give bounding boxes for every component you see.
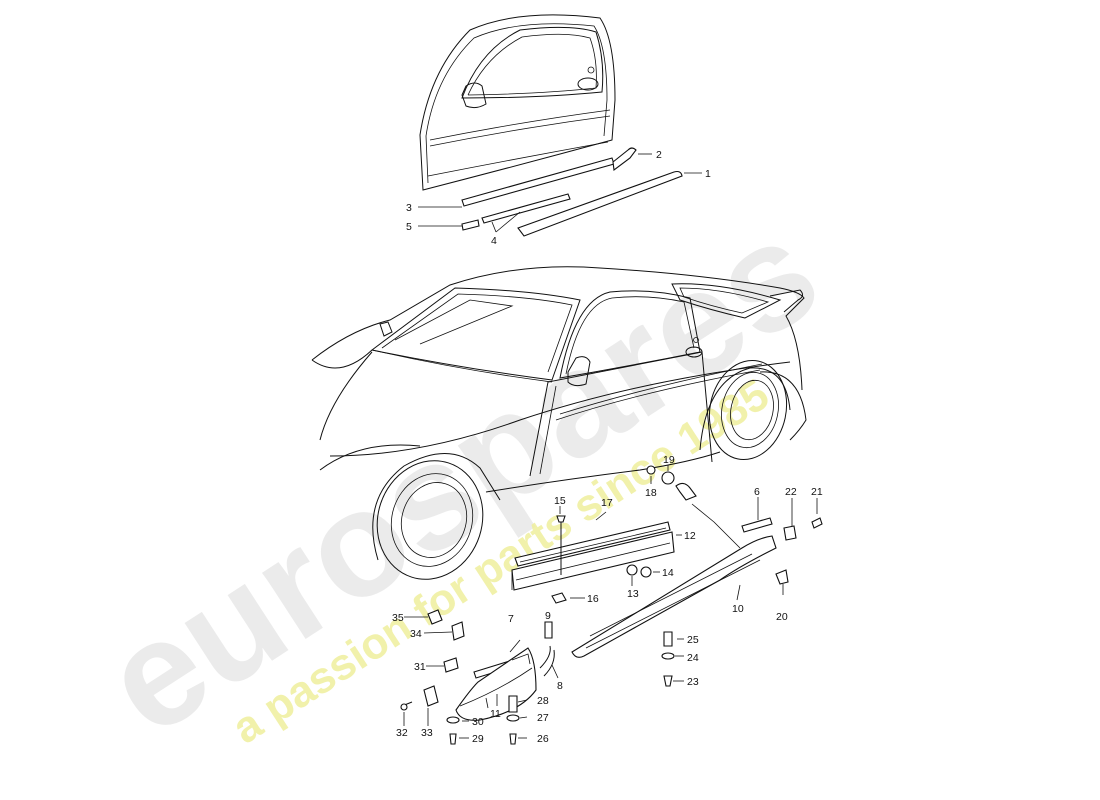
nut-13: [626, 564, 638, 576]
callout-7: 7: [508, 613, 514, 625]
callout-23: 23: [687, 676, 699, 688]
callout-14: 14: [662, 567, 674, 579]
callout-31: 31: [414, 661, 426, 673]
molding-2: [612, 147, 637, 172]
car-illustration: [311, 266, 807, 580]
callout-33: 33: [421, 727, 433, 739]
strip-6: [741, 517, 773, 533]
washer-18: [646, 465, 656, 475]
callout-3: 3: [406, 202, 412, 214]
door-illustration: [419, 14, 616, 191]
sill-carrier-12: [511, 531, 675, 591]
washer-27: [506, 714, 520, 722]
callout-labels: 1 2 3 4 5 6 7 8 9 10 11 12 13 14 15 16 1…: [392, 149, 823, 745]
callout-12: 12: [684, 530, 696, 542]
bolt-28: [508, 695, 518, 713]
callout-8: 8: [557, 680, 563, 692]
bolt-25: [663, 631, 673, 647]
callout-34: 34: [410, 628, 422, 640]
callout-dashes: [403, 616, 684, 739]
clip-33: [423, 685, 439, 707]
part-9: [544, 621, 553, 639]
callout-11: 11: [490, 708, 501, 720]
callout-17: 17: [601, 497, 613, 509]
callout-19: 19: [663, 454, 675, 466]
sill-parts: [400, 465, 823, 745]
callout-16: 16: [587, 593, 599, 605]
watermark: eurospares a passion for parts since 198…: [76, 185, 846, 766]
screw-23: [663, 675, 673, 687]
callout-18: 18: [645, 487, 657, 499]
screw-26: [509, 733, 517, 745]
callout-6: 6: [754, 486, 760, 498]
callout-13: 13: [627, 588, 639, 600]
screw-32: [400, 703, 408, 711]
clip-16: [551, 592, 567, 604]
callout-30: 30: [472, 716, 484, 728]
callout-21: 21: [811, 486, 823, 498]
callout-24: 24: [687, 652, 699, 664]
watermark-brand: eurospares: [76, 185, 846, 766]
sill-panel-10: [571, 535, 777, 658]
callout-4: 4: [491, 235, 497, 247]
washer-24: [661, 652, 675, 660]
nut-35: [427, 609, 443, 625]
clip-20: [775, 569, 789, 585]
clip-31: [443, 657, 459, 673]
clip-34: [451, 621, 465, 641]
nut-14: [640, 566, 652, 578]
callout-22: 22: [785, 486, 797, 498]
callout-25: 25: [687, 634, 699, 646]
callout-15: 15: [554, 495, 566, 507]
nut-19: [661, 471, 675, 485]
callout-2: 2: [656, 149, 662, 161]
molding-4: [481, 193, 571, 224]
callout-27: 27: [537, 712, 549, 724]
callout-26: 26: [537, 733, 549, 745]
leader-lines: [418, 153, 818, 706]
screw-21: [811, 517, 823, 529]
trim-strip-17: [514, 521, 671, 567]
callout-10: 10: [732, 603, 744, 615]
door-moldings: [461, 147, 683, 237]
molding-1: [517, 170, 683, 237]
screw-29: [449, 733, 457, 745]
callout-29: 29: [472, 733, 484, 745]
washer-30: [446, 716, 460, 724]
callout-28: 28: [537, 695, 549, 707]
callout-20: 20: [776, 611, 788, 623]
callout-32: 32: [396, 727, 408, 739]
callout-35: 35: [392, 612, 404, 624]
callout-5: 5: [406, 221, 412, 233]
clip-22: [783, 525, 797, 541]
callout-9: 9: [545, 610, 551, 622]
molding-5: [461, 219, 480, 231]
callout-1: 1: [705, 168, 711, 180]
